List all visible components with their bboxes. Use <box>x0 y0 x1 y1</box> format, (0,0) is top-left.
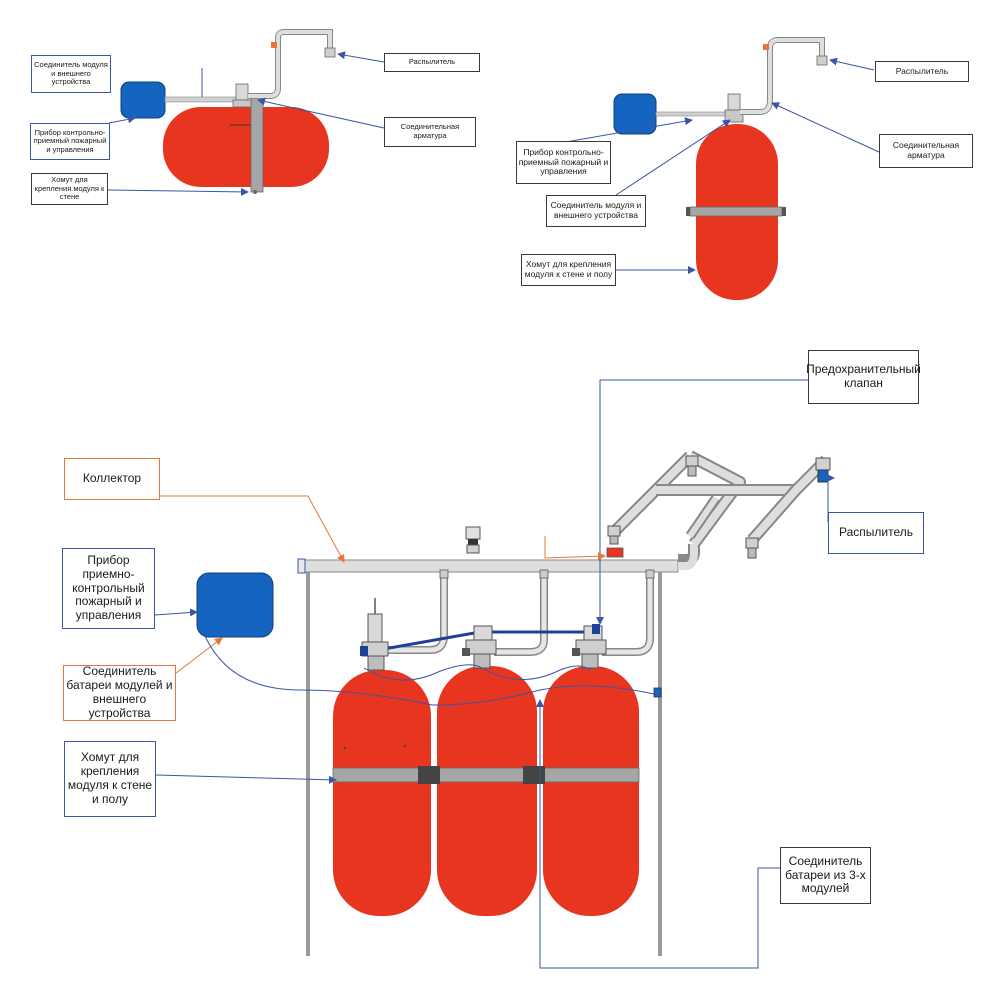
label-d1-sprayer: Распылитель <box>384 53 480 72</box>
label-d1-fitting: Соединительная арматура <box>384 117 476 147</box>
cylinder-horizontal <box>163 107 329 187</box>
control-unit-small <box>613 93 657 135</box>
label-d3-collector: Коллектор <box>64 458 160 500</box>
label-d2-control: Прибор контрольно-приемный пожарный и уп… <box>516 141 611 184</box>
sprayer-small <box>816 55 828 66</box>
cylinder-1 <box>333 670 431 916</box>
diagram-battery <box>154 379 835 969</box>
drop-pipe-1 <box>386 572 448 654</box>
label-d1-clamp: Хомут для крепления модуля к стене <box>31 173 108 205</box>
label-d3-sprayer: Распылитель <box>828 512 924 554</box>
valve-head-1 <box>360 598 389 671</box>
external-connector <box>653 687 662 698</box>
label-d3-battery: Соединитель батареи из 3-х модулей <box>780 847 871 904</box>
control-unit <box>196 572 274 638</box>
sprayer-nozzle-4 <box>745 537 759 559</box>
label-d1-control: Прибор контрольно-приемный пожарный и уп… <box>30 123 110 160</box>
clamp-band <box>332 767 640 783</box>
label-d2-sprayer: Распылитель <box>875 61 969 82</box>
label-d1-connector: Соединитель модуля и внешнего устройства <box>31 55 111 93</box>
safety-valve-small <box>271 42 277 48</box>
clamp-vertical <box>250 97 264 193</box>
sprinkler-frame <box>611 450 831 548</box>
wall-post-left <box>306 566 310 956</box>
label-d2-fitting: Соединительная арматура <box>879 134 973 168</box>
label-d3-control: Прибор приемно-контрольный пожарный и уп… <box>62 548 155 629</box>
valve-head-3 <box>572 624 607 669</box>
wall-post-right <box>658 566 662 956</box>
safety-valve-small <box>763 44 769 50</box>
valve-small <box>727 93 741 111</box>
safety-valve-battery <box>606 547 624 558</box>
label-d2-clamp: Хомут для крепления модуля к стене и пол… <box>521 254 616 286</box>
diagram-horizontal-module <box>106 29 385 196</box>
connector-cable <box>655 111 729 117</box>
connector-cable <box>164 96 242 103</box>
label-d3-connector: Соединитель батареи модулей и внешнего у… <box>63 664 176 721</box>
pipe-small <box>740 37 825 115</box>
label-d3-valve: Предохранительный клапан <box>806 350 921 404</box>
cylinder-3 <box>543 666 639 916</box>
label-d3-clamp: Хомут для крепления модуля к стене и пол… <box>64 741 156 817</box>
valve-small <box>235 83 249 101</box>
collector-nozzle <box>465 526 481 540</box>
sprayer-nozzle-1 <box>685 455 699 477</box>
sprayer-nozzle-2 <box>815 457 831 483</box>
clamp-horizontal <box>689 206 783 217</box>
label-d2-connector: Соединитель модуля и внешнего устройства <box>546 195 646 227</box>
drop-pipe-2 <box>494 572 548 656</box>
collector-pipe <box>303 559 679 573</box>
valve-head-2 <box>462 625 497 669</box>
cylinder-2 <box>437 666 537 916</box>
drop-pipe-3 <box>602 572 654 656</box>
diagram-vertical-module <box>559 37 880 300</box>
control-unit-small <box>120 81 166 119</box>
sprayer-small <box>324 47 336 58</box>
sprayer-nozzle-3 <box>607 525 621 545</box>
pipe-small <box>248 29 333 99</box>
